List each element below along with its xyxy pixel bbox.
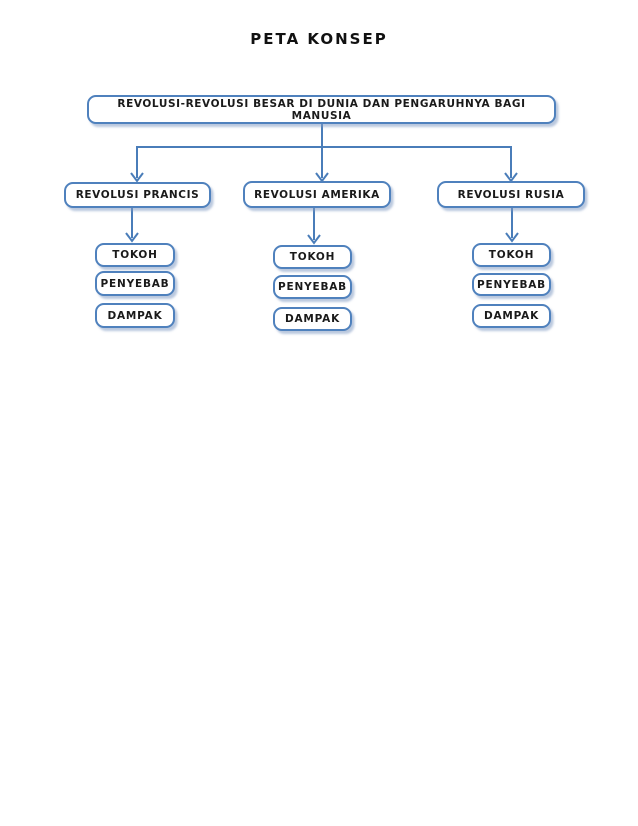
node-revolusi-rusia: REVOLUSI RUSIA	[437, 181, 585, 208]
node-revolusi-amerika: REVOLUSI AMERIKA	[243, 181, 391, 208]
arrowhead-tokoh-amerika	[307, 234, 321, 245]
node-dampak-rusia: DAMPAK	[472, 304, 551, 328]
arrowhead-prancis	[130, 172, 144, 183]
diagram-title: PETA KONSEP	[250, 30, 388, 48]
arrowhead-tokoh-rusia	[505, 232, 519, 243]
node-penyebab-rusia: PENYEBAB	[472, 273, 551, 296]
node-dampak-amerika: DAMPAK	[273, 307, 352, 331]
node-root: REVOLUSI-REVOLUSI BESAR DI DUNIA DAN PEN…	[87, 95, 556, 124]
node-penyebab-amerika: PENYEBAB	[273, 275, 352, 299]
node-tokoh-amerika: TOKOH	[273, 245, 352, 269]
arrowhead-amerika	[315, 172, 329, 183]
arrowhead-rusia	[504, 172, 518, 183]
connector-rail	[136, 146, 512, 178]
node-penyebab-prancis: PENYEBAB	[95, 271, 175, 296]
node-tokoh-prancis: TOKOH	[95, 243, 175, 267]
node-revolusi-prancis: REVOLUSI PRANCIS	[64, 182, 211, 208]
arrowhead-tokoh-prancis	[125, 232, 139, 243]
node-tokoh-rusia: TOKOH	[472, 243, 551, 267]
node-dampak-prancis: DAMPAK	[95, 303, 175, 328]
